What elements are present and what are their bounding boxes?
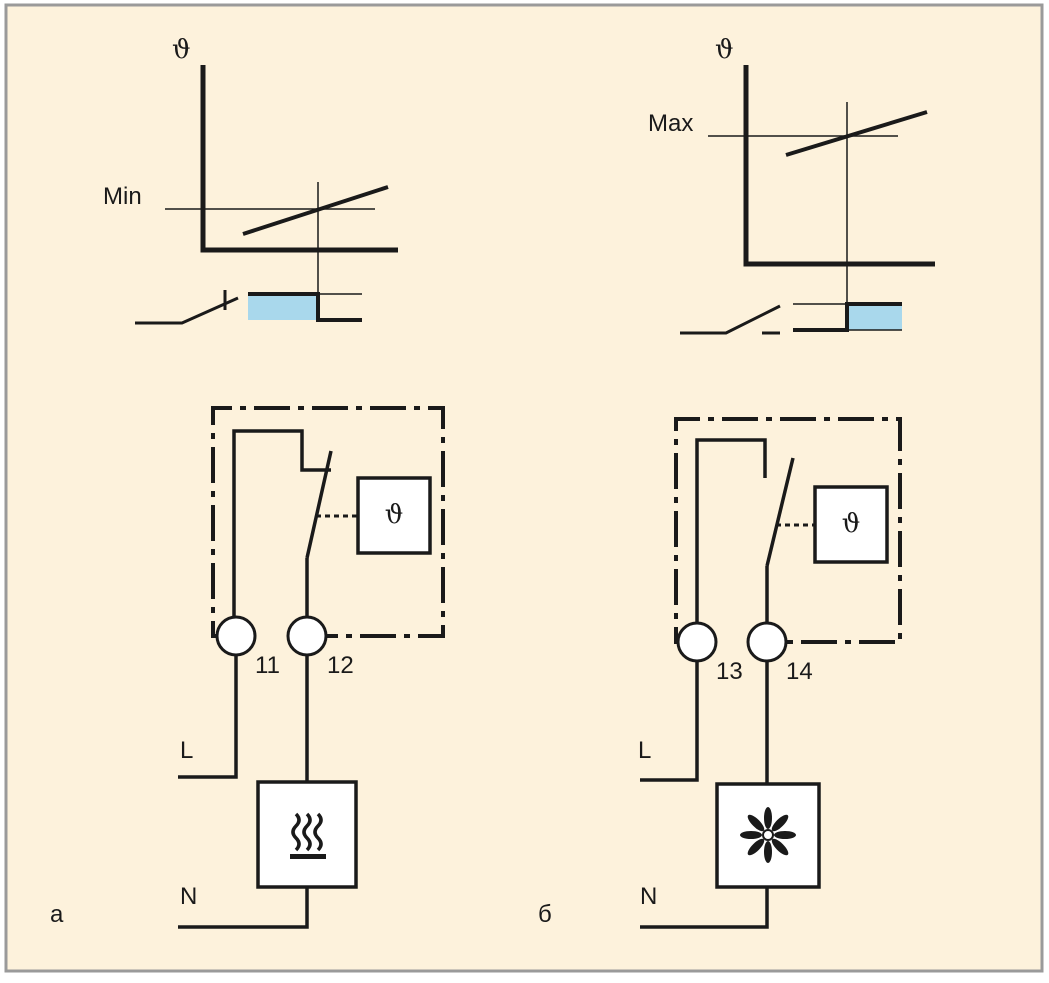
device-a-fixed-contact xyxy=(232,429,331,619)
graph-b-on-state-fill xyxy=(847,304,902,330)
graph-b-axes xyxy=(743,65,935,267)
fan-blade xyxy=(740,831,762,839)
fan-blade xyxy=(774,831,796,839)
fan-hub xyxy=(762,829,774,841)
device-a-switch-blade xyxy=(305,450,333,559)
graph-b-axis-symbol: ϑ xyxy=(715,35,734,65)
graph-a-characteristic xyxy=(242,185,389,236)
wire-b-neutral xyxy=(640,887,769,929)
graph-b-contact-symbol xyxy=(680,304,781,335)
device-b-switch-blade xyxy=(765,457,795,567)
wire-a-neutral xyxy=(178,887,309,929)
terminal-b-13-label: 13 xyxy=(716,658,743,685)
terminal-b-13 xyxy=(676,621,718,663)
label-a-line: L xyxy=(180,737,193,764)
wire-a-line xyxy=(178,655,238,779)
device-b-fixed-contact xyxy=(695,438,767,624)
graph-b-characteristic xyxy=(785,110,928,157)
graph-a-contact-symbol xyxy=(135,296,239,325)
graph-a-threshold-label: Min xyxy=(103,183,142,210)
wire-b-line xyxy=(640,661,699,782)
heater-icon xyxy=(290,812,326,859)
graph-a-switch-trace xyxy=(248,292,362,322)
terminal-a-12 xyxy=(286,615,328,657)
fan-icon xyxy=(740,807,796,863)
fan-blade xyxy=(764,841,772,863)
terminal-b-14-label: 14 xyxy=(786,658,813,685)
label-b-line: L xyxy=(638,737,651,764)
label-a-neutral: N xyxy=(180,883,197,910)
terminal-b-14 xyxy=(746,621,788,663)
fan-blade xyxy=(764,807,772,829)
graph-b-switch-trace xyxy=(793,302,902,332)
device-a-sensor-symbol: ϑ xyxy=(385,500,404,530)
label-b-neutral: N xyxy=(640,883,657,910)
graph-b-threshold-label: Max xyxy=(648,110,693,137)
fan-blade xyxy=(747,814,765,832)
terminal-a-11-label: 11 xyxy=(255,652,280,679)
graph-a-axes xyxy=(200,65,398,253)
terminal-a-12-label: 12 xyxy=(327,652,354,679)
panel-a: ϑ Min ϑ 11 12 L N xyxy=(50,35,445,929)
fan-blade xyxy=(771,814,789,832)
graph-a-axis-symbol: ϑ xyxy=(172,35,191,65)
device-b-sensor-box xyxy=(813,485,889,564)
fan-blade xyxy=(747,838,765,856)
caption-b: б xyxy=(538,901,552,928)
caption-a: а xyxy=(50,901,64,928)
panel-b: ϑ Max ϑ 13 14 L N б xyxy=(538,35,935,929)
device-a-sensor-box xyxy=(356,476,432,555)
device-b-sensor-symbol: ϑ xyxy=(842,509,861,539)
fan-blade xyxy=(771,838,789,856)
load-a-box xyxy=(256,780,358,889)
graph-a-on-state-fill xyxy=(248,294,318,320)
load-b-box xyxy=(715,782,821,889)
terminal-a-11 xyxy=(215,615,257,657)
